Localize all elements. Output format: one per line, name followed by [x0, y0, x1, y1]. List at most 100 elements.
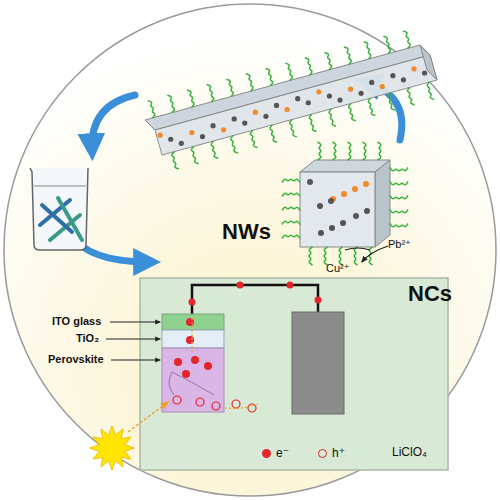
ligand [290, 120, 297, 137]
ligand [349, 103, 356, 120]
ligand [231, 136, 238, 153]
layer-label: ITO glass [52, 315, 101, 327]
ion-dot [341, 191, 347, 197]
ion-dot [317, 203, 323, 209]
ion-dot [340, 220, 346, 226]
ligand [344, 47, 351, 64]
ion-dot [210, 123, 215, 128]
legend-text: e⁻ [276, 446, 289, 460]
ligand [329, 109, 336, 126]
ion-dot [364, 208, 370, 214]
ion-dot [329, 225, 335, 231]
ligand [388, 93, 395, 110]
ligand [282, 193, 300, 196]
figure-title: NCs [408, 282, 452, 306]
ligand [390, 168, 408, 171]
ion-dot [168, 137, 173, 142]
legend-item: e⁻ [262, 446, 289, 460]
layer-label: TiO₂ [76, 332, 99, 344]
ion-dot [274, 103, 279, 108]
ligand [324, 52, 331, 69]
legend-text: h⁺ [332, 446, 345, 460]
ion-dot [380, 84, 385, 89]
ligand [282, 221, 300, 224]
ligand [250, 130, 257, 147]
ligand [282, 179, 300, 182]
ligand [305, 58, 312, 75]
legend-swatch [262, 449, 271, 458]
beaker [30, 168, 88, 250]
ligand [390, 224, 408, 227]
ion-dot [390, 73, 395, 78]
ligand [333, 142, 336, 160]
ligand [403, 31, 410, 48]
ligand [270, 125, 277, 142]
ion-dot [411, 66, 416, 71]
ion-label: Pb²⁺ [388, 238, 411, 250]
ion-dot [263, 114, 268, 119]
ion-dot [200, 134, 205, 139]
ligand [187, 90, 194, 107]
ion-dot [401, 77, 406, 82]
ion-dot [253, 110, 258, 115]
ion-dot [422, 70, 427, 75]
ligand [363, 142, 366, 160]
ion-dot [337, 97, 342, 102]
ion-dot [353, 213, 359, 219]
ligand [226, 79, 233, 96]
ion-dot [369, 80, 374, 85]
ion-dot [348, 87, 353, 92]
ligand [354, 247, 357, 265]
ion-dot [306, 100, 311, 105]
ion-dot [363, 181, 369, 187]
ligand [390, 182, 408, 185]
ligand [282, 207, 300, 210]
ligand [285, 63, 292, 80]
ion-dot [232, 116, 237, 121]
electrolyte-label: LiClO₄ [392, 446, 427, 459]
layer-label: Perovskite [48, 353, 104, 365]
figure-title: NWs [222, 220, 271, 244]
ion-dot [242, 120, 247, 125]
leader-lines [106, 322, 160, 360]
ligand [167, 95, 174, 112]
background-circle [4, 4, 496, 496]
ligand [378, 142, 381, 160]
ion-dot [327, 93, 332, 98]
legend-item: h⁺ [318, 446, 345, 460]
ion-dot [328, 198, 334, 204]
photoelectrochemical-cell [140, 278, 448, 470]
ligand [318, 142, 321, 160]
ligand [368, 98, 375, 115]
ion-dot [189, 130, 194, 135]
legend-symbol [318, 449, 327, 458]
nanowire [145, 31, 437, 169]
ligand [282, 235, 300, 238]
ligand [383, 36, 390, 53]
ion-dot [318, 230, 324, 236]
ligand [309, 114, 316, 131]
ion-dot [307, 179, 313, 185]
ion-label: Cu²⁺ [326, 262, 350, 274]
ligand [191, 146, 198, 163]
ligand [390, 210, 408, 213]
ion-dot [316, 89, 321, 94]
ligand [172, 152, 179, 169]
ligand [211, 141, 218, 158]
ligand [266, 68, 273, 85]
exchange-arrow [345, 246, 388, 262]
ion-dot [284, 107, 289, 112]
ion-dot [221, 127, 226, 132]
ion-dot [295, 96, 300, 101]
ligand [348, 142, 351, 160]
ion-dot [179, 141, 184, 146]
ion-dot [158, 133, 163, 138]
ligand [207, 85, 214, 102]
sun [90, 402, 168, 470]
ligand [364, 42, 371, 59]
ligand [148, 101, 155, 118]
ligand [427, 82, 434, 99]
ligand [407, 87, 414, 104]
